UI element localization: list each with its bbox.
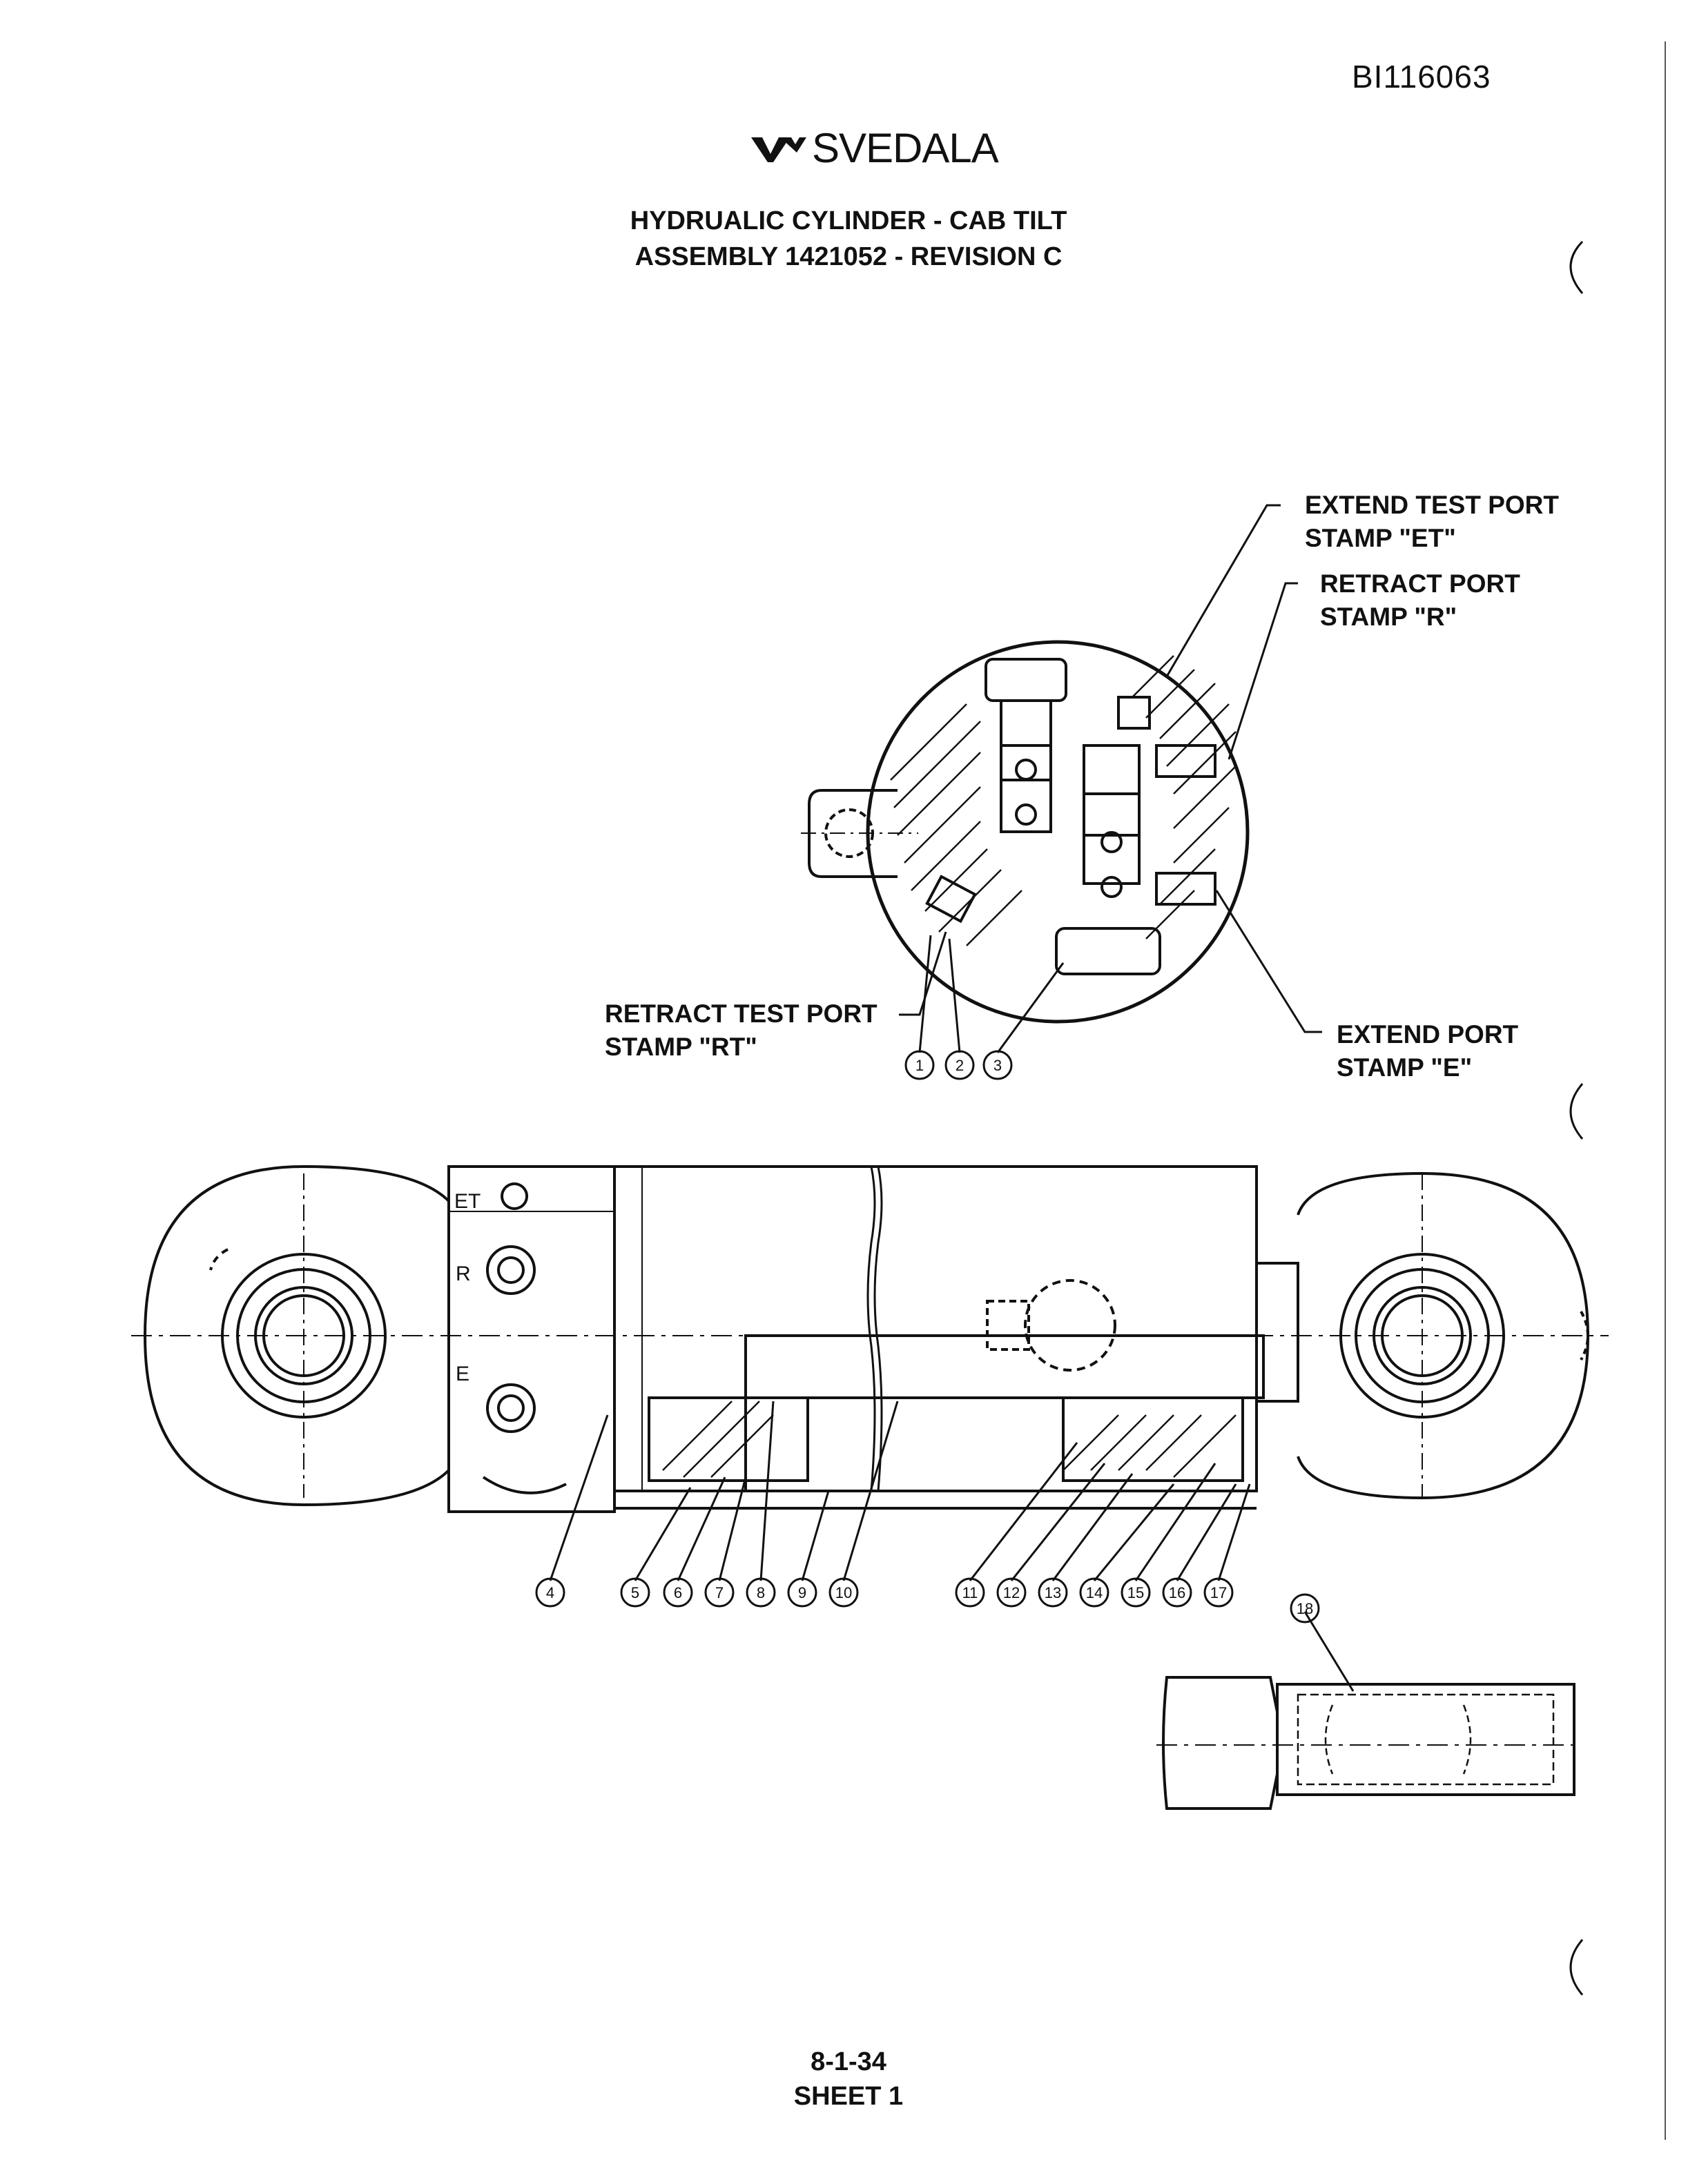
- title-line-1: HYDRUALIC CYLINDER - CAB TILT: [630, 206, 1067, 235]
- svg-text:8: 8: [757, 1584, 765, 1601]
- balloon-11: 11: [955, 1577, 985, 1608]
- balloon-4: 4: [535, 1577, 565, 1608]
- svg-text:14: 14: [1086, 1584, 1103, 1601]
- port-detail-view: [801, 640, 1250, 1024]
- balloon-17: 17: [1203, 1577, 1234, 1608]
- callout-leaders: [899, 504, 1322, 1053]
- punch-hole-marks: [1569, 41, 1666, 2140]
- balloon-16: 16: [1162, 1577, 1192, 1608]
- cylinder-main-view: [131, 1164, 1609, 1513]
- balloon-14: 14: [1079, 1577, 1109, 1608]
- balloon-18: 18: [1290, 1593, 1320, 1624]
- svg-text:6: 6: [674, 1584, 682, 1601]
- svg-text:10: 10: [835, 1584, 852, 1601]
- callout-retract-test-port: RETRACT TEST PORT STAMP "RT": [605, 1000, 877, 1061]
- stamp-r: R: [456, 1262, 471, 1285]
- svg-text:2: 2: [956, 1057, 964, 1074]
- callout-extend-port: EXTEND PORT STAMP "E": [1337, 1020, 1519, 1082]
- svg-text:4: 4: [546, 1584, 554, 1601]
- svg-text:5: 5: [631, 1584, 639, 1601]
- balloon-7: 7: [704, 1577, 735, 1608]
- item-balloons: 1 2 3 4 5 6 7 8 9 10 11 12 13 14 15 16 1…: [535, 1050, 1320, 1624]
- balloon-13: 13: [1038, 1577, 1068, 1608]
- document-number: BI116063: [1352, 59, 1491, 95]
- balloon-15: 15: [1121, 1577, 1151, 1608]
- svg-text:15: 15: [1127, 1584, 1144, 1601]
- svg-text:1: 1: [915, 1057, 924, 1074]
- stamp-et: ET: [454, 1190, 481, 1213]
- page-number: 8-1-34: [811, 2047, 886, 2076]
- callout-extend-test-port: EXTEND TEST PORT STAMP "ET": [1305, 491, 1559, 552]
- svg-text:18: 18: [1297, 1600, 1313, 1617]
- page-footer: 8-1-34 SHEET 1: [0, 2045, 1697, 2114]
- svg-text:3: 3: [993, 1057, 1002, 1074]
- callout-retract-port: RETRACT PORT STAMP "R": [1320, 569, 1520, 631]
- balloon-10: 10: [828, 1577, 859, 1608]
- svg-text:12: 12: [1003, 1584, 1020, 1601]
- rod-end-detail: [1156, 1611, 1581, 1810]
- balloon-3: 3: [982, 1050, 1013, 1080]
- drawing-title: HYDRUALIC CYLINDER - CAB TILT ASSEMBLY 1…: [0, 203, 1697, 275]
- balloon-5: 5: [620, 1577, 650, 1608]
- title-line-2: ASSEMBLY 1421052 - REVISION C: [634, 242, 1063, 271]
- balloon-1: 1: [904, 1050, 935, 1080]
- svg-text:11: 11: [962, 1584, 978, 1601]
- port-stamps: ET R E: [454, 1190, 481, 1385]
- balloon-2: 2: [944, 1050, 975, 1080]
- balloon-9: 9: [787, 1577, 817, 1608]
- sheet-number: SHEET 1: [793, 2082, 904, 2111]
- svg-text:7: 7: [715, 1584, 724, 1601]
- svg-text:17: 17: [1210, 1584, 1227, 1601]
- balloon-8: 8: [746, 1577, 776, 1608]
- stamp-e: E: [456, 1363, 469, 1385]
- svg-text:16: 16: [1169, 1584, 1185, 1601]
- balloon-leaders: [549, 1401, 1251, 1581]
- balloon-12: 12: [996, 1577, 1027, 1608]
- balloon-6: 6: [663, 1577, 693, 1608]
- svedala-logo-icon: [751, 137, 806, 162]
- brand-name: SVEDALA: [812, 125, 999, 171]
- svg-text:13: 13: [1045, 1584, 1061, 1601]
- svg-text:9: 9: [798, 1584, 806, 1601]
- brand-logo: SVEDALA: [750, 124, 999, 172]
